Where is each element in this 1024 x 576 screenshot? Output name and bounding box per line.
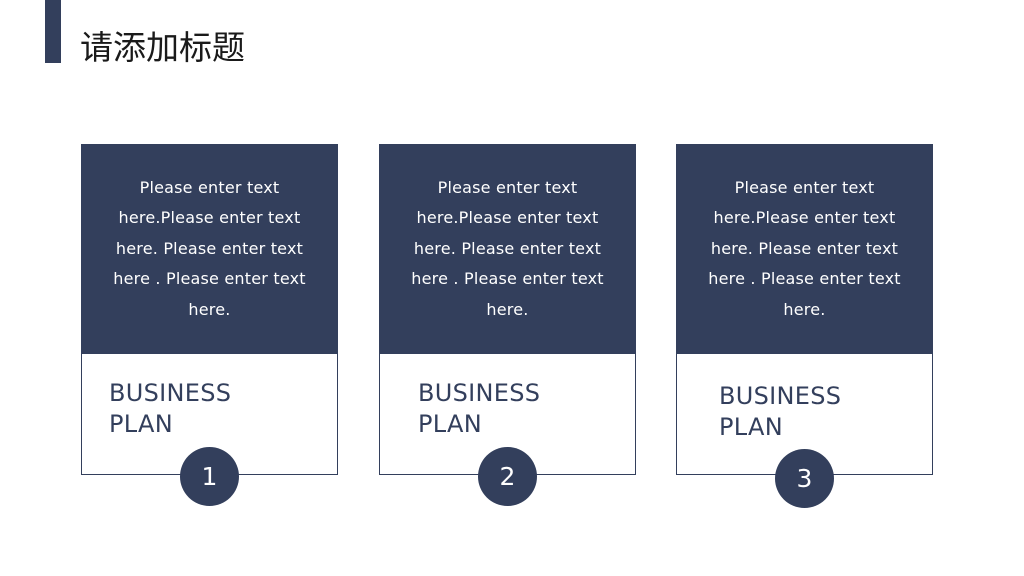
- card-heading-line-1: BUSINESS: [109, 379, 232, 407]
- card-2: Please enter text here.Please enter text…: [379, 144, 636, 475]
- card-1: Please enter text here.Please enter text…: [81, 144, 338, 475]
- number-badge-3: 3: [775, 449, 834, 508]
- card-text-panel: Please enter text here.Please enter text…: [676, 144, 933, 354]
- card-text-panel: Please enter text here.Please enter text…: [379, 144, 636, 354]
- card-body-text[interactable]: Please enter text here.Please enter text…: [411, 177, 604, 319]
- card-heading[interactable]: BUSINESS PLAN: [109, 378, 231, 440]
- card-heading-line-2: PLAN: [719, 413, 783, 441]
- card-3: Please enter text here.Please enter text…: [676, 144, 933, 475]
- card-body-text[interactable]: Please enter text here.Please enter text…: [113, 177, 306, 319]
- card-heading-line-2: PLAN: [109, 410, 173, 438]
- number-badge-2: 2: [478, 447, 537, 506]
- card-heading[interactable]: BUSINESS PLAN: [418, 378, 540, 440]
- card-text-panel: Please enter text here.Please enter text…: [81, 144, 338, 354]
- card-heading-line-1: BUSINESS: [719, 382, 842, 410]
- card-heading-line-1: BUSINESS: [418, 379, 541, 407]
- card-heading-line-2: PLAN: [418, 410, 482, 438]
- card-heading[interactable]: BUSINESS PLAN: [719, 381, 841, 443]
- card-body-text[interactable]: Please enter text here.Please enter text…: [708, 177, 901, 319]
- slide-title[interactable]: 请添加标题: [80, 28, 245, 67]
- number-badge-1: 1: [180, 447, 239, 506]
- title-accent-bar: [45, 0, 61, 63]
